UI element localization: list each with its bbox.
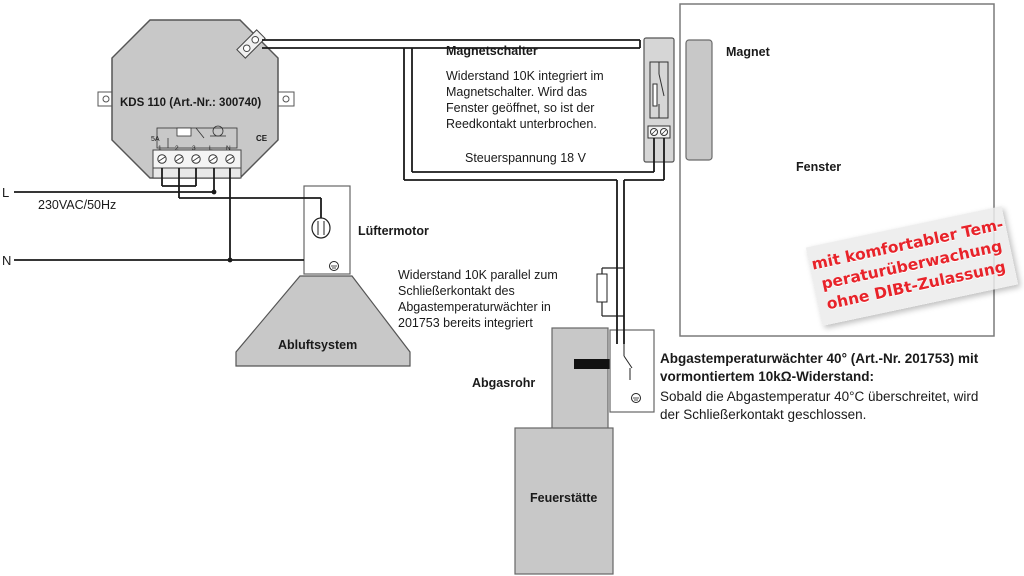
magnet-switch-text-line-2: Magnetschalter. Wird das (446, 85, 588, 99)
terminal-number-l: L (209, 145, 213, 152)
terminal-number-3: 3 (192, 145, 196, 152)
magnet-switch (643, 37, 675, 163)
resistor-10k (596, 273, 608, 303)
ce-mark: CE (256, 134, 268, 143)
exhaust-pipe (551, 327, 609, 431)
exhaust-pipe-label: Abgasrohr (472, 376, 536, 390)
fan-motor-label: Lüftermotor (358, 224, 429, 238)
terminal-number-n: N (226, 145, 231, 152)
exhaust-system-label: Abluftsystem (278, 338, 358, 352)
module-title: KDS 110 (Art.-Nr.: 300740) (120, 97, 262, 109)
magnet-switch-title: Magnetschalter (446, 44, 538, 58)
resistor-note-line-3: Abgastemperaturwächter in (398, 300, 551, 314)
window-label: Fenster (796, 160, 842, 174)
fireplace-box (514, 427, 614, 575)
resistor-note-line-2: Schließerkontakt des (398, 284, 515, 298)
monitor-title-line-1: Abgastemperaturwächter 40° (Art.-Nr. 201… (660, 351, 979, 366)
resistor-note-line-4: 201753 bereits integriert (398, 316, 533, 330)
line-l-label: L (2, 185, 10, 200)
line-n-label: N (2, 253, 12, 268)
fan-motor-symbol (311, 217, 331, 239)
fireplace-label: Feuerstätte (530, 491, 598, 505)
magnet-switch-text-line-4: Reedkontakt unterbrochen. (446, 117, 597, 131)
monitor-title-line-2: vormontiertem 10kΩ-Widerstand: (660, 369, 874, 384)
temperature-sensor-probe (574, 359, 614, 369)
supply-label: 230VAC/50Hz (38, 198, 117, 212)
monitor-text-line-2: der Schließerkontakt geschlossen. (660, 407, 867, 422)
resistor-note-line-1: Widerstand 10K parallel zum (398, 268, 558, 282)
kds-module (97, 19, 295, 179)
fuse-label: 5A (151, 136, 160, 143)
terminal-number-2: 2 (175, 145, 179, 152)
exhaust-hood (235, 275, 411, 367)
control-voltage-label: Steuerspannung 18 V (465, 151, 586, 165)
magnet-switch-text-line-3: Fenster geöffnet, so ist der (446, 101, 595, 115)
monitor-text-line-1: Sobald die Abgastemperatur 40°C überschr… (660, 389, 979, 404)
terminal-number-1: 1 (158, 145, 162, 152)
magnet-switch-text-line-1: Widerstand 10K integriert im (446, 69, 604, 83)
magnet-block (685, 39, 713, 161)
wires (14, 39, 665, 344)
magnet-label: Magnet (726, 45, 770, 59)
